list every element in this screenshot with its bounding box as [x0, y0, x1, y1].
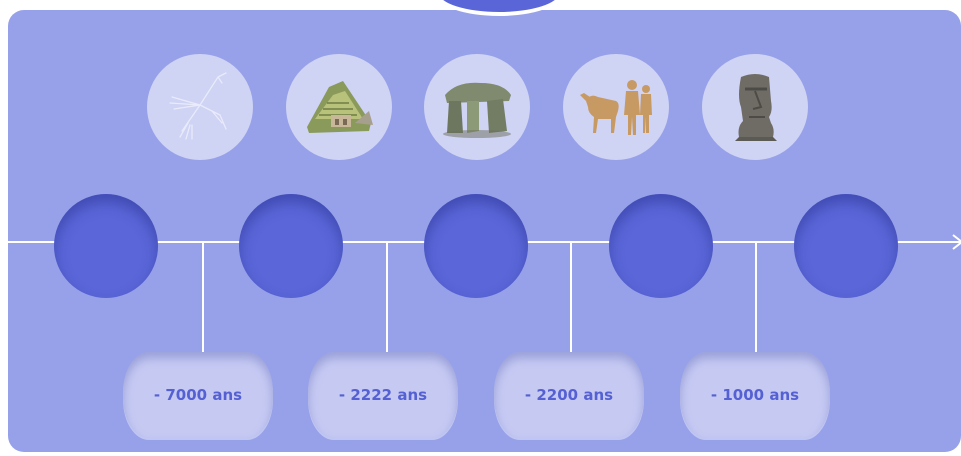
- connector-line: [202, 242, 204, 352]
- drop-zone-2[interactable]: [239, 194, 343, 298]
- date-label: - 2222 ans: [338, 386, 428, 404]
- dolmen-drawing: [443, 82, 511, 138]
- dolmen-icon[interactable]: [424, 54, 530, 160]
- drop-zone-1[interactable]: [54, 194, 158, 298]
- date-box-2: - 2222 ans: [308, 352, 458, 438]
- date-box-4: - 1000 ans: [680, 352, 830, 438]
- drop-zone-5[interactable]: [794, 194, 898, 298]
- moai-icon[interactable]: [702, 54, 808, 160]
- nazca-bird-icon[interactable]: [147, 54, 253, 160]
- machu-picchu-icon[interactable]: [286, 54, 392, 160]
- nazca-bird-drawing: [169, 72, 227, 140]
- date-box-3: - 2200 ans: [494, 352, 644, 438]
- date-box-1: - 7000 ans: [123, 352, 273, 438]
- timeline-arrow-icon: [952, 234, 961, 250]
- connector-line: [755, 242, 757, 352]
- date-label: - 1000 ans: [710, 386, 800, 404]
- connector-line: [386, 242, 388, 352]
- date-label: - 2200 ans: [524, 386, 614, 404]
- moai-drawing: [735, 74, 777, 141]
- date-label: - 7000 ans: [153, 386, 243, 404]
- machu-picchu-drawing: [307, 81, 373, 133]
- drop-zone-3[interactable]: [424, 194, 528, 298]
- terracotta-army-drawing: [580, 80, 652, 135]
- connector-line: [570, 242, 572, 352]
- timeline-panel: - 7000 ans - 2222 ans - 2200 ans - 1000 …: [8, 10, 961, 452]
- drop-zone-4[interactable]: [609, 194, 713, 298]
- terracotta-army-icon[interactable]: [563, 54, 669, 160]
